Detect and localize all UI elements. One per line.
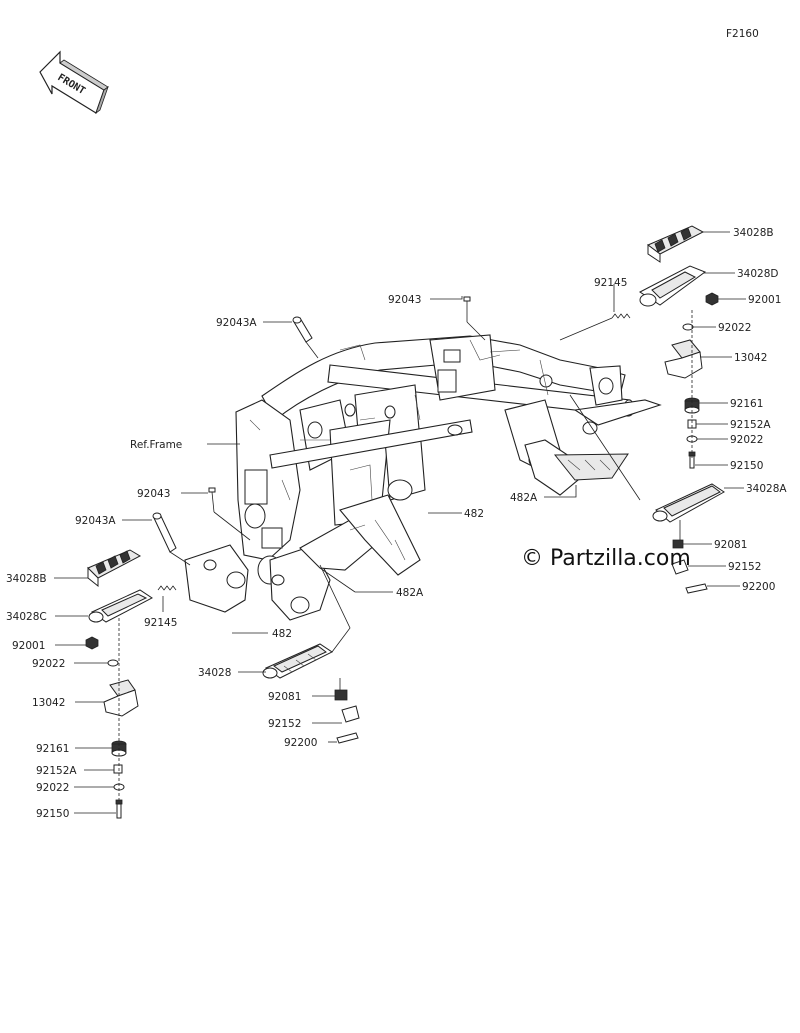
sleeve-92043A-upper <box>292 316 313 343</box>
bolt-92150-left <box>115 799 123 819</box>
label-92152-left: 92152 <box>268 718 301 730</box>
label-92161-left: 92161 <box>36 743 69 755</box>
label-482A-middle: 482A <box>396 587 424 599</box>
label-482A-right: 482A <box>510 492 538 504</box>
label-34028D: 34028D <box>737 268 779 280</box>
label-92150-left: 92150 <box>36 808 69 820</box>
label-92200-right: 92200 <box>742 581 775 593</box>
footpeg-34028C <box>88 589 153 623</box>
spring-92145-left <box>157 585 177 591</box>
label-92152A-right: 92152A <box>730 419 771 431</box>
label-92022-right-2: 92022 <box>730 434 763 446</box>
part-labels: 34028B 34028D 92145 92001 92022 92043 92… <box>6 227 787 820</box>
bolt-92001-left <box>85 636 99 650</box>
label-92152-right: 92152 <box>728 561 761 573</box>
label-92001-left: 92001 <box>12 640 45 652</box>
bracket-482-left <box>184 494 421 621</box>
footpeg-34028D <box>639 265 707 307</box>
bolt-92001-right <box>705 292 719 306</box>
sleeve-92043A-lower <box>152 512 177 553</box>
washer-92022-right-1 <box>682 323 694 331</box>
label-92043-left: 92043 <box>137 488 170 500</box>
front-arrow-icon: FRONT <box>39 50 109 115</box>
holder-13042-left <box>103 679 139 717</box>
label-34028: 34028 <box>198 667 231 679</box>
label-34028A: 34028A <box>746 483 787 495</box>
collar-92152A-left <box>113 764 123 774</box>
bolt-92150-right <box>688 451 696 469</box>
pin-92043-upper <box>463 296 471 322</box>
label-92161-right: 92161 <box>730 398 763 410</box>
label-92022-right-1: 92022 <box>718 322 751 334</box>
bracket-482A-right <box>524 439 629 496</box>
label-92152A-left: 92152A <box>36 765 77 777</box>
label-92081-right: 92081 <box>714 539 747 551</box>
label-92145-left: 92145 <box>144 617 177 629</box>
spring-92145-right <box>611 313 631 319</box>
watermark: © Partzilla.com <box>521 546 691 571</box>
label-13042-right: 13042 <box>734 352 767 364</box>
label-92022-left-2: 92022 <box>36 782 69 794</box>
rubber-34028B-left <box>87 549 142 588</box>
leader-lines <box>54 231 746 814</box>
label-92043-right: 92043 <box>388 294 421 306</box>
label-13042-left: 13042 <box>32 697 65 709</box>
label-34028B-left: 34028B <box>6 573 47 585</box>
label-92043A-upper: 92043A <box>216 317 257 329</box>
label-92081-left: 92081 <box>268 691 301 703</box>
label-34028B-right: 34028B <box>733 227 774 239</box>
pin-92152-right <box>671 559 689 575</box>
label-92001-right: 92001 <box>748 294 781 306</box>
pin-92043-lower <box>208 487 216 513</box>
spring-92081-left <box>334 689 348 701</box>
label-92145-right: 92145 <box>594 277 627 289</box>
label-92150-right: 92150 <box>730 460 763 472</box>
clip-92200-right <box>685 583 708 594</box>
label-92022-left-1: 92022 <box>32 658 65 670</box>
washer-92022-left-1 <box>107 659 119 667</box>
label-482-left: 482 <box>272 628 292 640</box>
clip-92200-left <box>336 732 359 744</box>
label-34028C: 34028C <box>6 611 47 623</box>
diagram-code: F2160 <box>726 28 759 40</box>
label-ref-frame: Ref.Frame <box>130 439 182 451</box>
footpeg-34028A <box>652 483 725 523</box>
label-92043A-lower: 92043A <box>75 515 116 527</box>
footpeg-34028 <box>262 643 333 679</box>
label-92200-left: 92200 <box>284 737 317 749</box>
holder-13042-right <box>664 339 703 379</box>
pin-92152-left <box>341 705 360 723</box>
label-482-middle: 482 <box>464 508 484 520</box>
rubber-34028B-right <box>647 225 705 263</box>
